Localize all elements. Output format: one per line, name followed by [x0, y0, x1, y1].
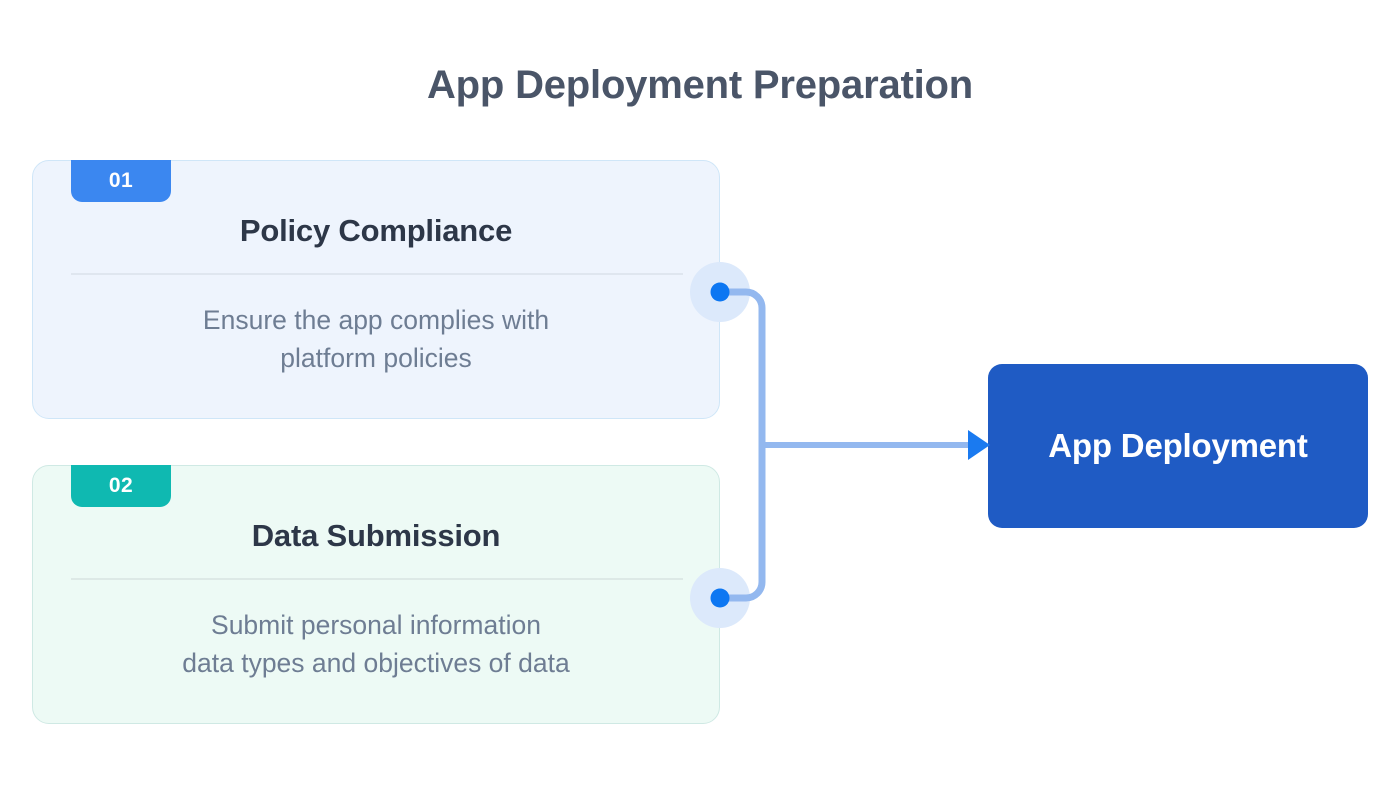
page-title: App Deployment Preparation: [427, 63, 973, 107]
step-title-02: Data Submission: [251, 518, 501, 553]
app-deployment-node[interactable]: App Deployment: [988, 364, 1368, 528]
step-card-02[interactable]: 02 Data Submission Submit personal infor…: [32, 465, 720, 724]
step-description-01: Ensure the app complies with platform po…: [202, 305, 550, 373]
step-card-01[interactable]: 01 Policy Compliance Ensure the app comp…: [32, 160, 720, 419]
card-divider: [71, 273, 683, 275]
card-divider: [71, 578, 683, 580]
step-number-badge-02: 02: [71, 465, 171, 507]
step-description-02: Submit personal information data types a…: [182, 610, 570, 678]
connector-arrowhead-icon: [968, 430, 990, 460]
app-deployment-label: App Deployment: [1048, 427, 1308, 464]
step-number-badge-01: 01: [71, 160, 171, 202]
connector-bracket: [716, 288, 766, 602]
step-title-01: Policy Compliance: [239, 213, 513, 248]
